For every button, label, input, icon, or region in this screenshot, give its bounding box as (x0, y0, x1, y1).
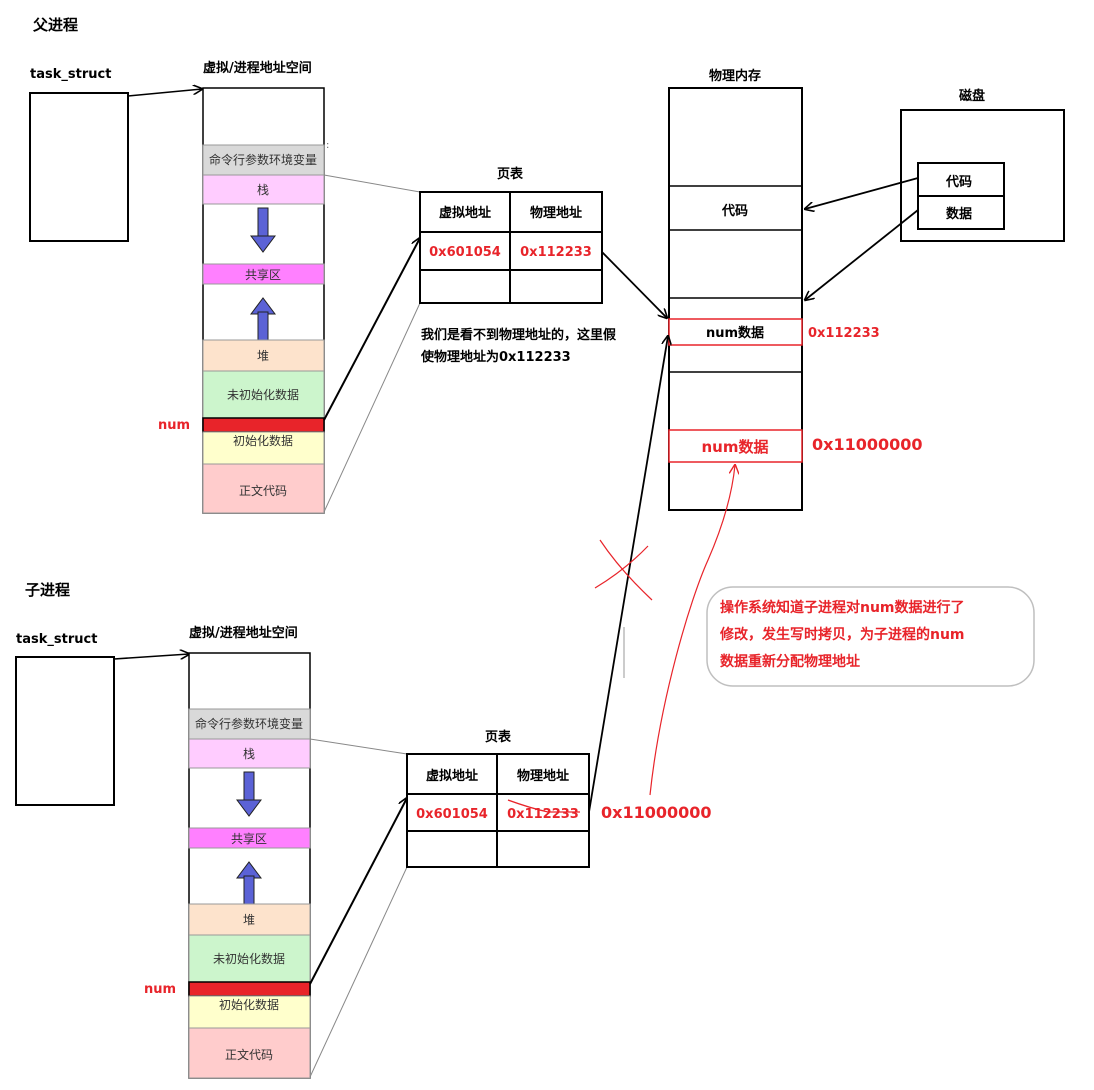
segment-data-label: 初始化数据 (233, 433, 293, 448)
segment-stack-label: 栈 (257, 182, 269, 197)
segment-heap-label: 堆 (257, 349, 269, 363)
segment-shared (202, 263, 325, 285)
physical-memory-title: 物理内存 (709, 68, 761, 84)
disk-data-to-physmem-arrow (805, 209, 919, 300)
segment-stack (202, 174, 325, 205)
parent-pagetable-title: 页表 (497, 166, 524, 182)
parent-num-variable-slot (202, 417, 325, 433)
child-mapping-line-bottom (309, 866, 408, 1078)
child-num-to-pagetable-arrow (309, 798, 407, 985)
child-page-table: 虚拟地址 物理地址 0x601054 0x112233 (406, 753, 590, 868)
stack-grow-down-arrow-icon (236, 771, 262, 817)
child-pagetable-to-physmem-arrow-old (588, 336, 668, 813)
segment-bss (202, 370, 325, 419)
child-task-struct-label: task_struct (16, 632, 97, 647)
disk-code-label: 代码 (945, 174, 972, 190)
parent-pagetable-col-virtual: 虚拟地址 (439, 205, 491, 221)
parent-task-struct-box (29, 92, 129, 242)
segment-bss-label: 未初始化数据 (213, 951, 285, 966)
segment-bss-label: 未初始化数据 (227, 387, 299, 402)
physmem-num-data-label: num数据 (706, 325, 764, 341)
segment-cmdline-env (202, 144, 325, 176)
child-process-section: 子进程 task_struct 虚拟/进程地址空间 命令行参数环境变量 栈 共享… (15, 336, 712, 1079)
child-pagetable-old-physical-addr: 0x112233 (507, 807, 579, 822)
segment-text (202, 463, 325, 514)
parent-pagetable-col-physical: 物理地址 (530, 205, 582, 221)
stack-grow-down-arrow-icon (250, 207, 276, 253)
parent-num-to-pagetable-arrow (323, 238, 420, 421)
parent-pagetable-physical-addr: 0x112233 (520, 245, 592, 260)
cow-remap-red-arrow (649, 465, 735, 796)
child-mapping-line-top (309, 738, 408, 755)
child-pagetable-title: 页表 (485, 729, 512, 745)
physmem-num-slot-parent (668, 318, 803, 346)
child-pagetable-col-physical: 物理地址 (517, 768, 569, 784)
physmem-num-data2-label: num数据 (702, 438, 769, 456)
callout-line1: 操作系统知道子进程对num数据进行了 (720, 599, 965, 616)
strike-through-mark (507, 799, 580, 813)
parent-mapping-line-bottom (323, 302, 421, 513)
svg-text::: : (326, 140, 329, 151)
parent-task-struct-label: task_struct (30, 67, 111, 82)
segment-cmdline-env-label: 命令行参数环境变量 (209, 152, 317, 167)
parent-page-table: 虚拟地址 物理地址 0x601054 0x112233 (419, 191, 603, 304)
segment-cmdline-env-label: 命令行参数环境变量 (195, 716, 303, 731)
heap-grow-up-arrow-icon (236, 861, 262, 905)
parent-num-label: num (158, 418, 190, 433)
parent-note-line2: 使物理地址为0x112233 (420, 349, 571, 365)
segment-heap-label: 堆 (243, 913, 255, 927)
child-num-label: num (144, 982, 176, 997)
cow-callout: 操作系统知道子进程对num数据进行了 修改，发生写时拷贝，为子进程的num 数据… (706, 586, 1035, 687)
disk: 磁盘 代码 数据 (805, 88, 1065, 300)
parent-process-title: 父进程 (32, 16, 78, 34)
segment-text (188, 1027, 311, 1079)
callout-line3: 数据重新分配物理地址 (720, 653, 860, 670)
child-vas-title: 虚拟/进程地址空间 (189, 625, 298, 641)
segment-stack (188, 738, 311, 769)
callout-line2: 修改，发生写时拷贝，为子进程的num (719, 626, 965, 643)
physmem-addr1: 0x112233 (808, 326, 880, 341)
parent-pagetable-to-physmem-arrow (601, 251, 667, 318)
child-task-to-vas-arrow (113, 654, 189, 660)
parent-virtual-address-space: 命令行参数环境变量 : 栈 共享区 堆 未初始化数据 初始化数据 正文代 (202, 87, 329, 514)
physmem-num-slot-child (668, 429, 803, 463)
segment-bss (188, 934, 311, 983)
disk-data-label: 数据 (946, 206, 972, 222)
child-task-struct-box (15, 656, 115, 806)
segment-heap (202, 339, 325, 372)
disk-code-to-physmem-arrow (805, 177, 919, 209)
segment-shared (188, 827, 311, 849)
parent-task-to-vas-arrow (127, 89, 202, 97)
physmem-code-label: 代码 (721, 203, 748, 219)
parent-mapping-line-top (323, 174, 421, 193)
segment-shared-label: 共享区 (231, 831, 267, 846)
child-pagetable-virtual-addr: 0x601054 (416, 807, 488, 822)
segment-stack-label: 栈 (243, 746, 255, 761)
segment-data-label: 初始化数据 (219, 997, 279, 1012)
parent-vas-title: 虚拟/进程地址空间 (203, 60, 312, 76)
parent-note-line1: 我们是看不到物理地址的，这里假 (421, 327, 617, 343)
segment-data (202, 431, 325, 465)
segment-text-label: 正文代码 (225, 1047, 273, 1062)
physmem-addr2: 0x11000000 (812, 435, 923, 454)
parent-process-section: 父进程 task_struct 虚拟/进程地址空间 命令行参数环境变量 : 栈 … (29, 16, 667, 514)
child-new-phys-addr: 0x11000000 (601, 803, 712, 822)
child-process-title: 子进程 (25, 581, 70, 599)
child-pagetable-col-virtual: 虚拟地址 (426, 768, 478, 784)
parent-pagetable-virtual-addr: 0x601054 (429, 245, 501, 260)
segment-text-label: 正文代码 (239, 483, 287, 498)
cross-out-mark-icon (594, 539, 653, 601)
child-num-variable-slot (188, 981, 311, 997)
physical-memory: 物理内存 代码 num数据 num数据 0x112233 0x11000000 (668, 68, 923, 511)
disk-title: 磁盘 (959, 88, 985, 104)
child-virtual-address-space: 命令行参数环境变量 栈 共享区 堆 未初始化数据 初始化数据 正文代码 (188, 652, 311, 1079)
segment-shared-label: 共享区 (245, 267, 281, 282)
